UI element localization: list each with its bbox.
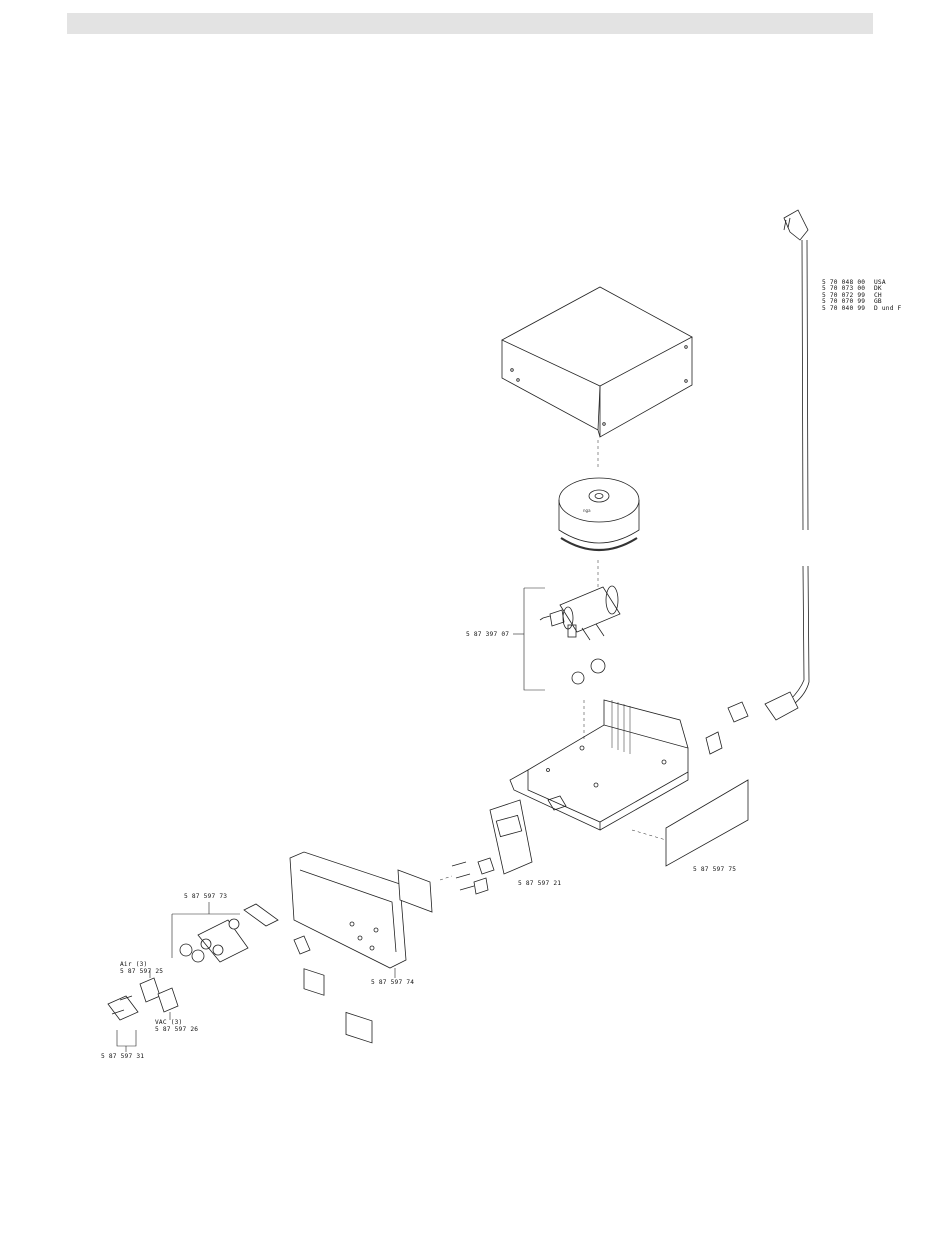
front-panel — [290, 852, 432, 1043]
cord-part-number: 5 70 040 99 — [822, 306, 874, 312]
filter-unit: nga — [559, 478, 639, 550]
label-air-connector: 5 87 597 25 — [120, 968, 163, 975]
motor-assembly — [540, 586, 620, 684]
label-motor-assembly: 5 87 397 07 — [466, 631, 509, 638]
label-front-plate: 5 87 597 73 — [184, 893, 227, 900]
label-side-cover: 5 87 597 75 — [693, 866, 736, 873]
power-cord — [706, 210, 809, 754]
cover-hood — [502, 287, 692, 437]
cord-region: D und F — [874, 306, 901, 312]
base-chassis — [510, 700, 688, 830]
front-plate — [180, 904, 278, 962]
svg-text:nga: nga — [583, 508, 591, 513]
connectors — [108, 978, 178, 1020]
label-vac-connector-title: VAC (3) — [155, 1019, 182, 1026]
label-vac-connector: 5 87 597 26 — [155, 1026, 198, 1033]
label-circuit-board: 5 87 597 21 — [518, 880, 561, 887]
label-coupling: 5 87 597 31 — [101, 1053, 144, 1060]
label-front-panel: 5 87 597 74 — [371, 979, 414, 986]
label-air-connector-title: Air (3) — [120, 961, 147, 968]
side-cover — [666, 780, 748, 866]
